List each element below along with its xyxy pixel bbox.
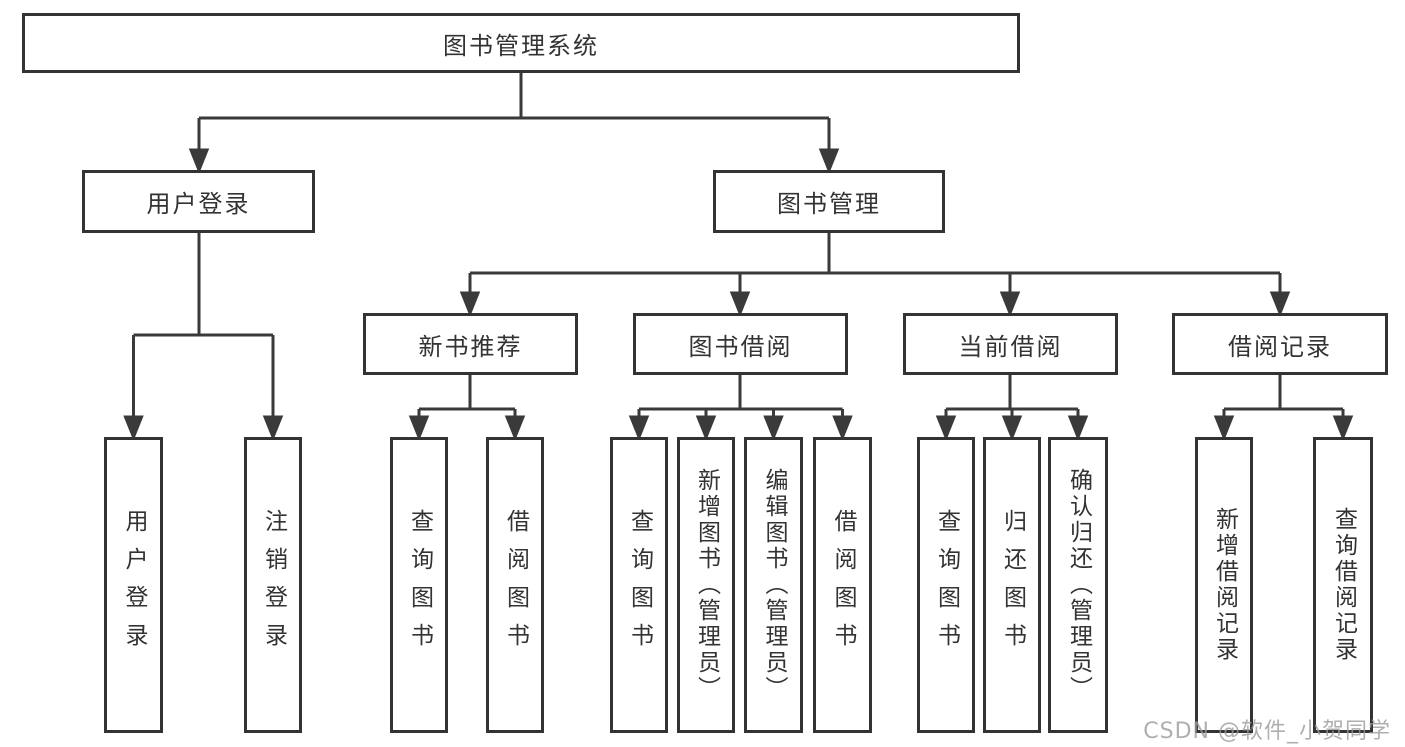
node-book-borrowing: 图书借阅 [633,313,848,375]
leaf-label: 借阅图书 [502,509,529,661]
arrowhead-icon [1332,415,1354,442]
leaf-add-borrow-record: 新增借阅记录 [1195,437,1253,733]
arrowhead-icon [1067,415,1089,442]
connector-book-management-to-level3 [459,233,1291,318]
leaf-query-books-2: 查询图书 [610,437,668,733]
arrowhead-icon [1213,415,1235,442]
leaf-query-books-1: 查询图书 [390,437,448,733]
node-label: 借阅记录 [1228,332,1332,361]
node-borrowing-records: 借阅记录 [1172,313,1388,375]
leaf-borrow-books-2: 借阅图书 [813,437,872,733]
leaf-query-borrow-record: 查询借阅记录 [1313,437,1373,733]
leaf-label: 查询借阅记录 [1330,507,1357,663]
node-label: 当前借阅 [958,332,1063,361]
leaf-label: 借阅图书 [830,509,856,661]
connector-user-login-to-leaves [123,233,284,442]
node-user-login: 用户登录 [82,170,315,233]
arrowhead-icon [408,415,430,442]
node-current-borrowing: 当前借阅 [903,313,1118,375]
leaf-add-book-admin: 新增图书（管理员） [677,437,735,733]
node-root-system: 图书管理系统 [22,13,1020,73]
leaf-query-books-3: 查询图书 [917,437,975,733]
watermark-text: CSDN @软件_小贺同学 [1143,719,1391,744]
connector-book-borrowing-to-leaves [628,375,853,442]
leaf-label: 查询图书 [626,509,653,661]
connector-borrowing-records-to-leaves [1213,375,1354,442]
leaf-edit-book-admin: 编辑图书（管理员） [744,437,803,733]
arrowhead-icon [695,415,717,442]
leaf-logout: 注销登录 [244,437,302,733]
arrowhead-icon [459,291,481,318]
arrowhead-icon [763,415,784,442]
arrowhead-icon [935,415,957,442]
arrowhead-icon [1001,415,1023,442]
connector-current-borrowing-to-leaves [935,375,1089,442]
arrowhead-icon [832,415,853,442]
leaf-borrow-books-1: 借阅图书 [486,437,544,733]
arrowhead-icon [504,415,526,442]
leaf-label: 查询图书 [933,509,960,661]
node-new-book-recommendation: 新书推荐 [363,313,578,375]
arrowhead-icon [123,415,144,442]
node-label: 图书管理 [777,190,881,218]
node-label: 图书借阅 [688,332,793,361]
node-label: 用户登录 [146,190,251,218]
leaf-label: 用户登录 [121,509,147,661]
leaf-label: 编辑图书（管理员） [761,468,787,702]
node-label: 新书推荐 [418,332,523,361]
arrowhead-icon [188,148,210,175]
node-label: 图书管理系统 [443,31,599,60]
arrowhead-icon [818,148,840,175]
leaf-return-book: 归还图书 [983,437,1041,733]
leaf-label: 归还图书 [999,509,1026,661]
arrowhead-icon [999,291,1021,318]
leaf-label: 确认归还（管理员） [1065,468,1092,702]
node-book-management: 图书管理 [713,170,945,233]
leaf-confirm-return-admin: 确认归还（管理员） [1048,437,1108,733]
leaf-user-login: 用户登录 [104,437,163,733]
arrowhead-icon [262,415,284,442]
leaf-label: 新增图书（管理员） [693,468,720,702]
arrowhead-icon [628,415,650,442]
leaf-label: 注销登录 [260,509,287,661]
connector-new-book-recommendation-to-leaves [408,375,526,442]
arrowhead-icon [1269,291,1291,318]
leaf-label: 新增借阅记录 [1211,507,1238,663]
leaf-label: 查询图书 [406,509,433,661]
arrowhead-icon [729,291,751,318]
connector-root-to-level2 [188,73,840,175]
